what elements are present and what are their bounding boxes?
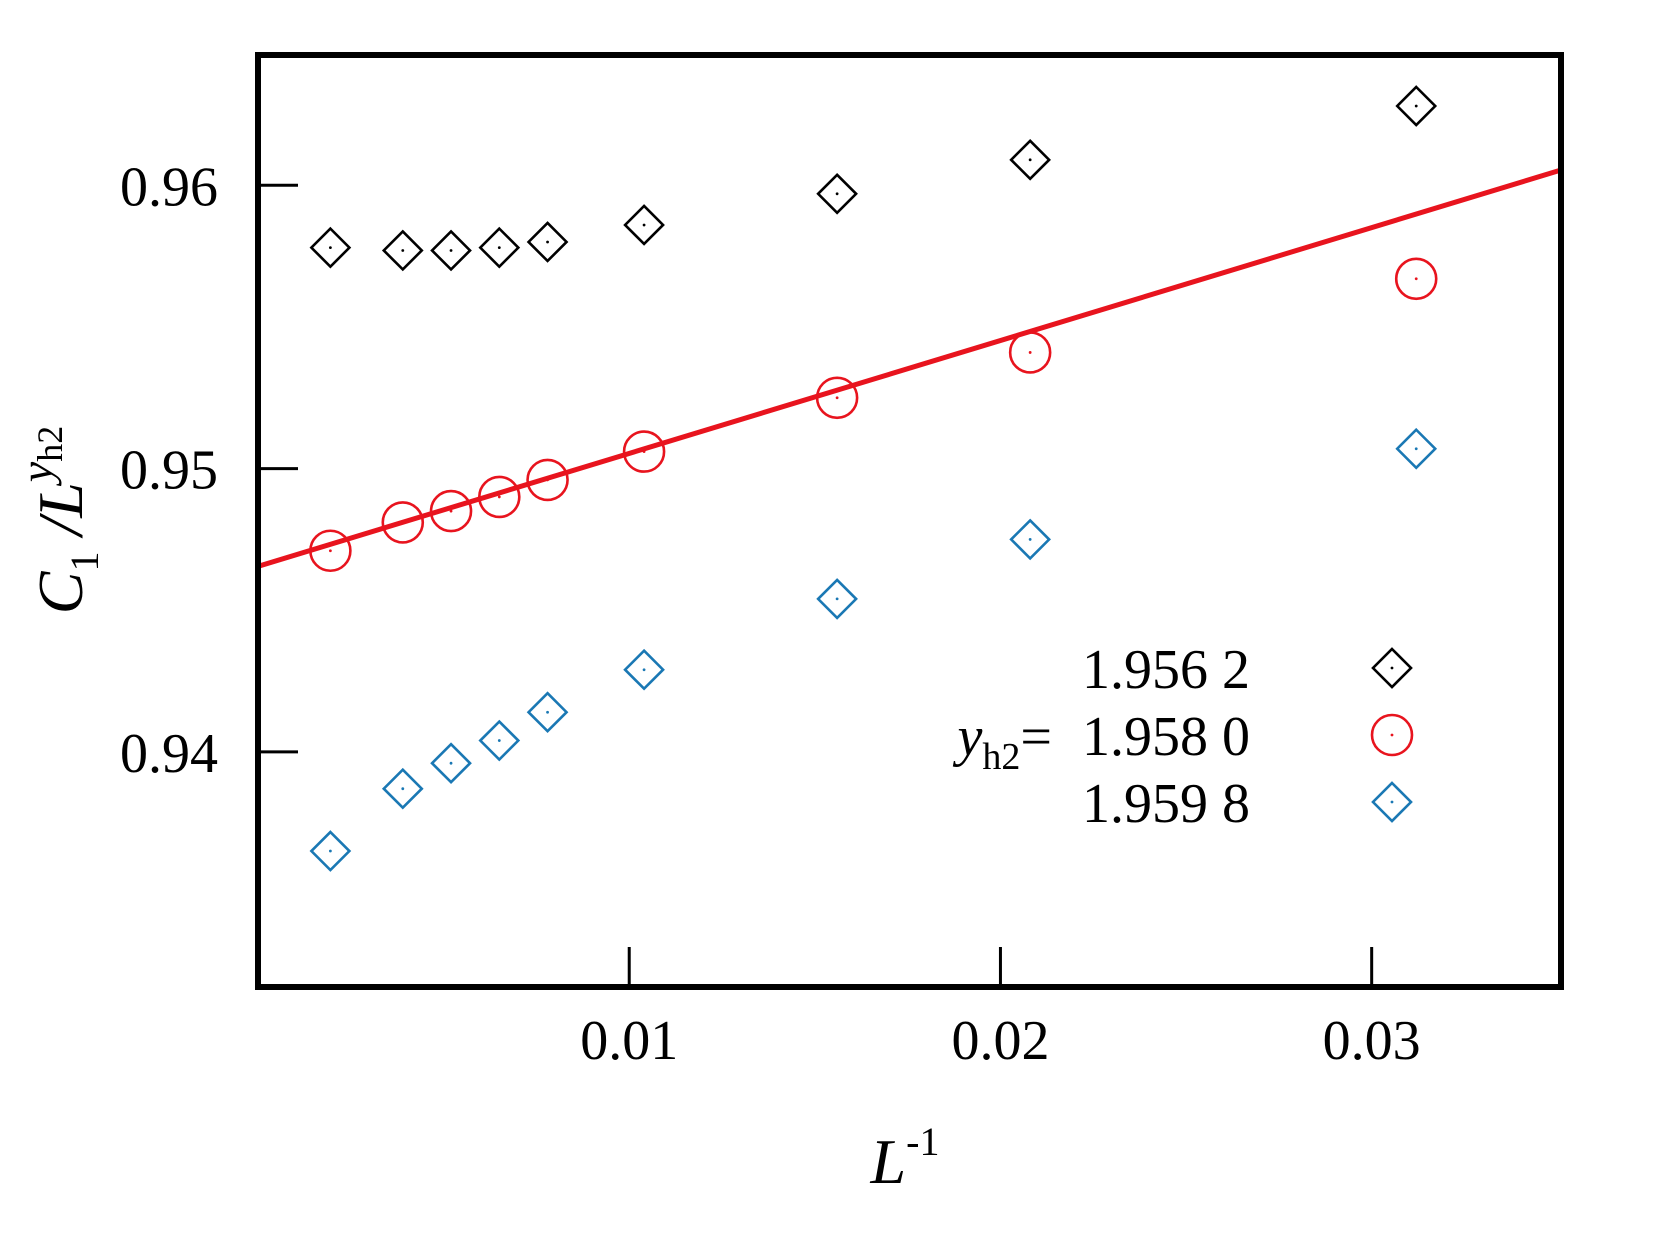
y-axis-label: C1 /Lyh2 [11, 426, 107, 614]
data-point [478, 719, 521, 762]
data-point [1395, 85, 1438, 127]
data-point [478, 226, 521, 269]
data-point [816, 172, 858, 215]
legend-marker [1370, 713, 1414, 757]
y-tick-label: 0.94 [120, 723, 218, 785]
y-tick-label: 0.96 [120, 156, 218, 218]
data-point [309, 529, 352, 573]
data-point [430, 229, 472, 272]
data-point [430, 742, 472, 785]
y-tick-label: 0.95 [120, 440, 218, 502]
series-2 [309, 427, 1438, 872]
data-point [816, 578, 858, 620]
x-tick-label: 0.02 [951, 1010, 1049, 1072]
data-point [381, 767, 424, 810]
legend-marker [1371, 647, 1413, 689]
data-point [381, 501, 425, 544]
data-point [309, 830, 352, 872]
x-tick-label: 0.01 [580, 1010, 678, 1072]
data-point [526, 458, 569, 502]
data-point [815, 376, 859, 420]
data-point [1395, 427, 1438, 470]
data-point [1009, 138, 1051, 181]
legend: yh2= 1.956 21.958 01.959 8 [953, 639, 1414, 835]
data-point [623, 204, 665, 246]
data-point [526, 691, 569, 734]
fit-line [258, 167, 1561, 569]
legend-prefix: yh2= [953, 706, 1052, 778]
legend-label: 1.959 8 [1082, 773, 1250, 835]
data-point [477, 475, 521, 519]
legend-marker [1371, 781, 1413, 823]
legend-label: 1.956 2 [1082, 639, 1250, 701]
data-point [429, 489, 473, 533]
legend-label: 1.958 0 [1082, 706, 1250, 768]
data-point [1009, 518, 1051, 561]
data-point [1394, 257, 1438, 301]
data-point [622, 430, 666, 473]
series-0 [309, 85, 1438, 272]
data-point [381, 229, 424, 272]
series-1 [309, 257, 1438, 573]
data-point [526, 221, 569, 263]
axis-ticks: 0.01 0.02 0.03 0.94 0.95 0.96 [120, 156, 1421, 1072]
plot-area [258, 85, 1561, 872]
data-point [309, 226, 352, 269]
plot-frame [255, 52, 1564, 990]
data-point [1008, 331, 1052, 374]
x-tick-label: 0.03 [1323, 1010, 1421, 1072]
data-point [623, 648, 665, 691]
x-axis-label: L-1 [870, 1119, 940, 1197]
